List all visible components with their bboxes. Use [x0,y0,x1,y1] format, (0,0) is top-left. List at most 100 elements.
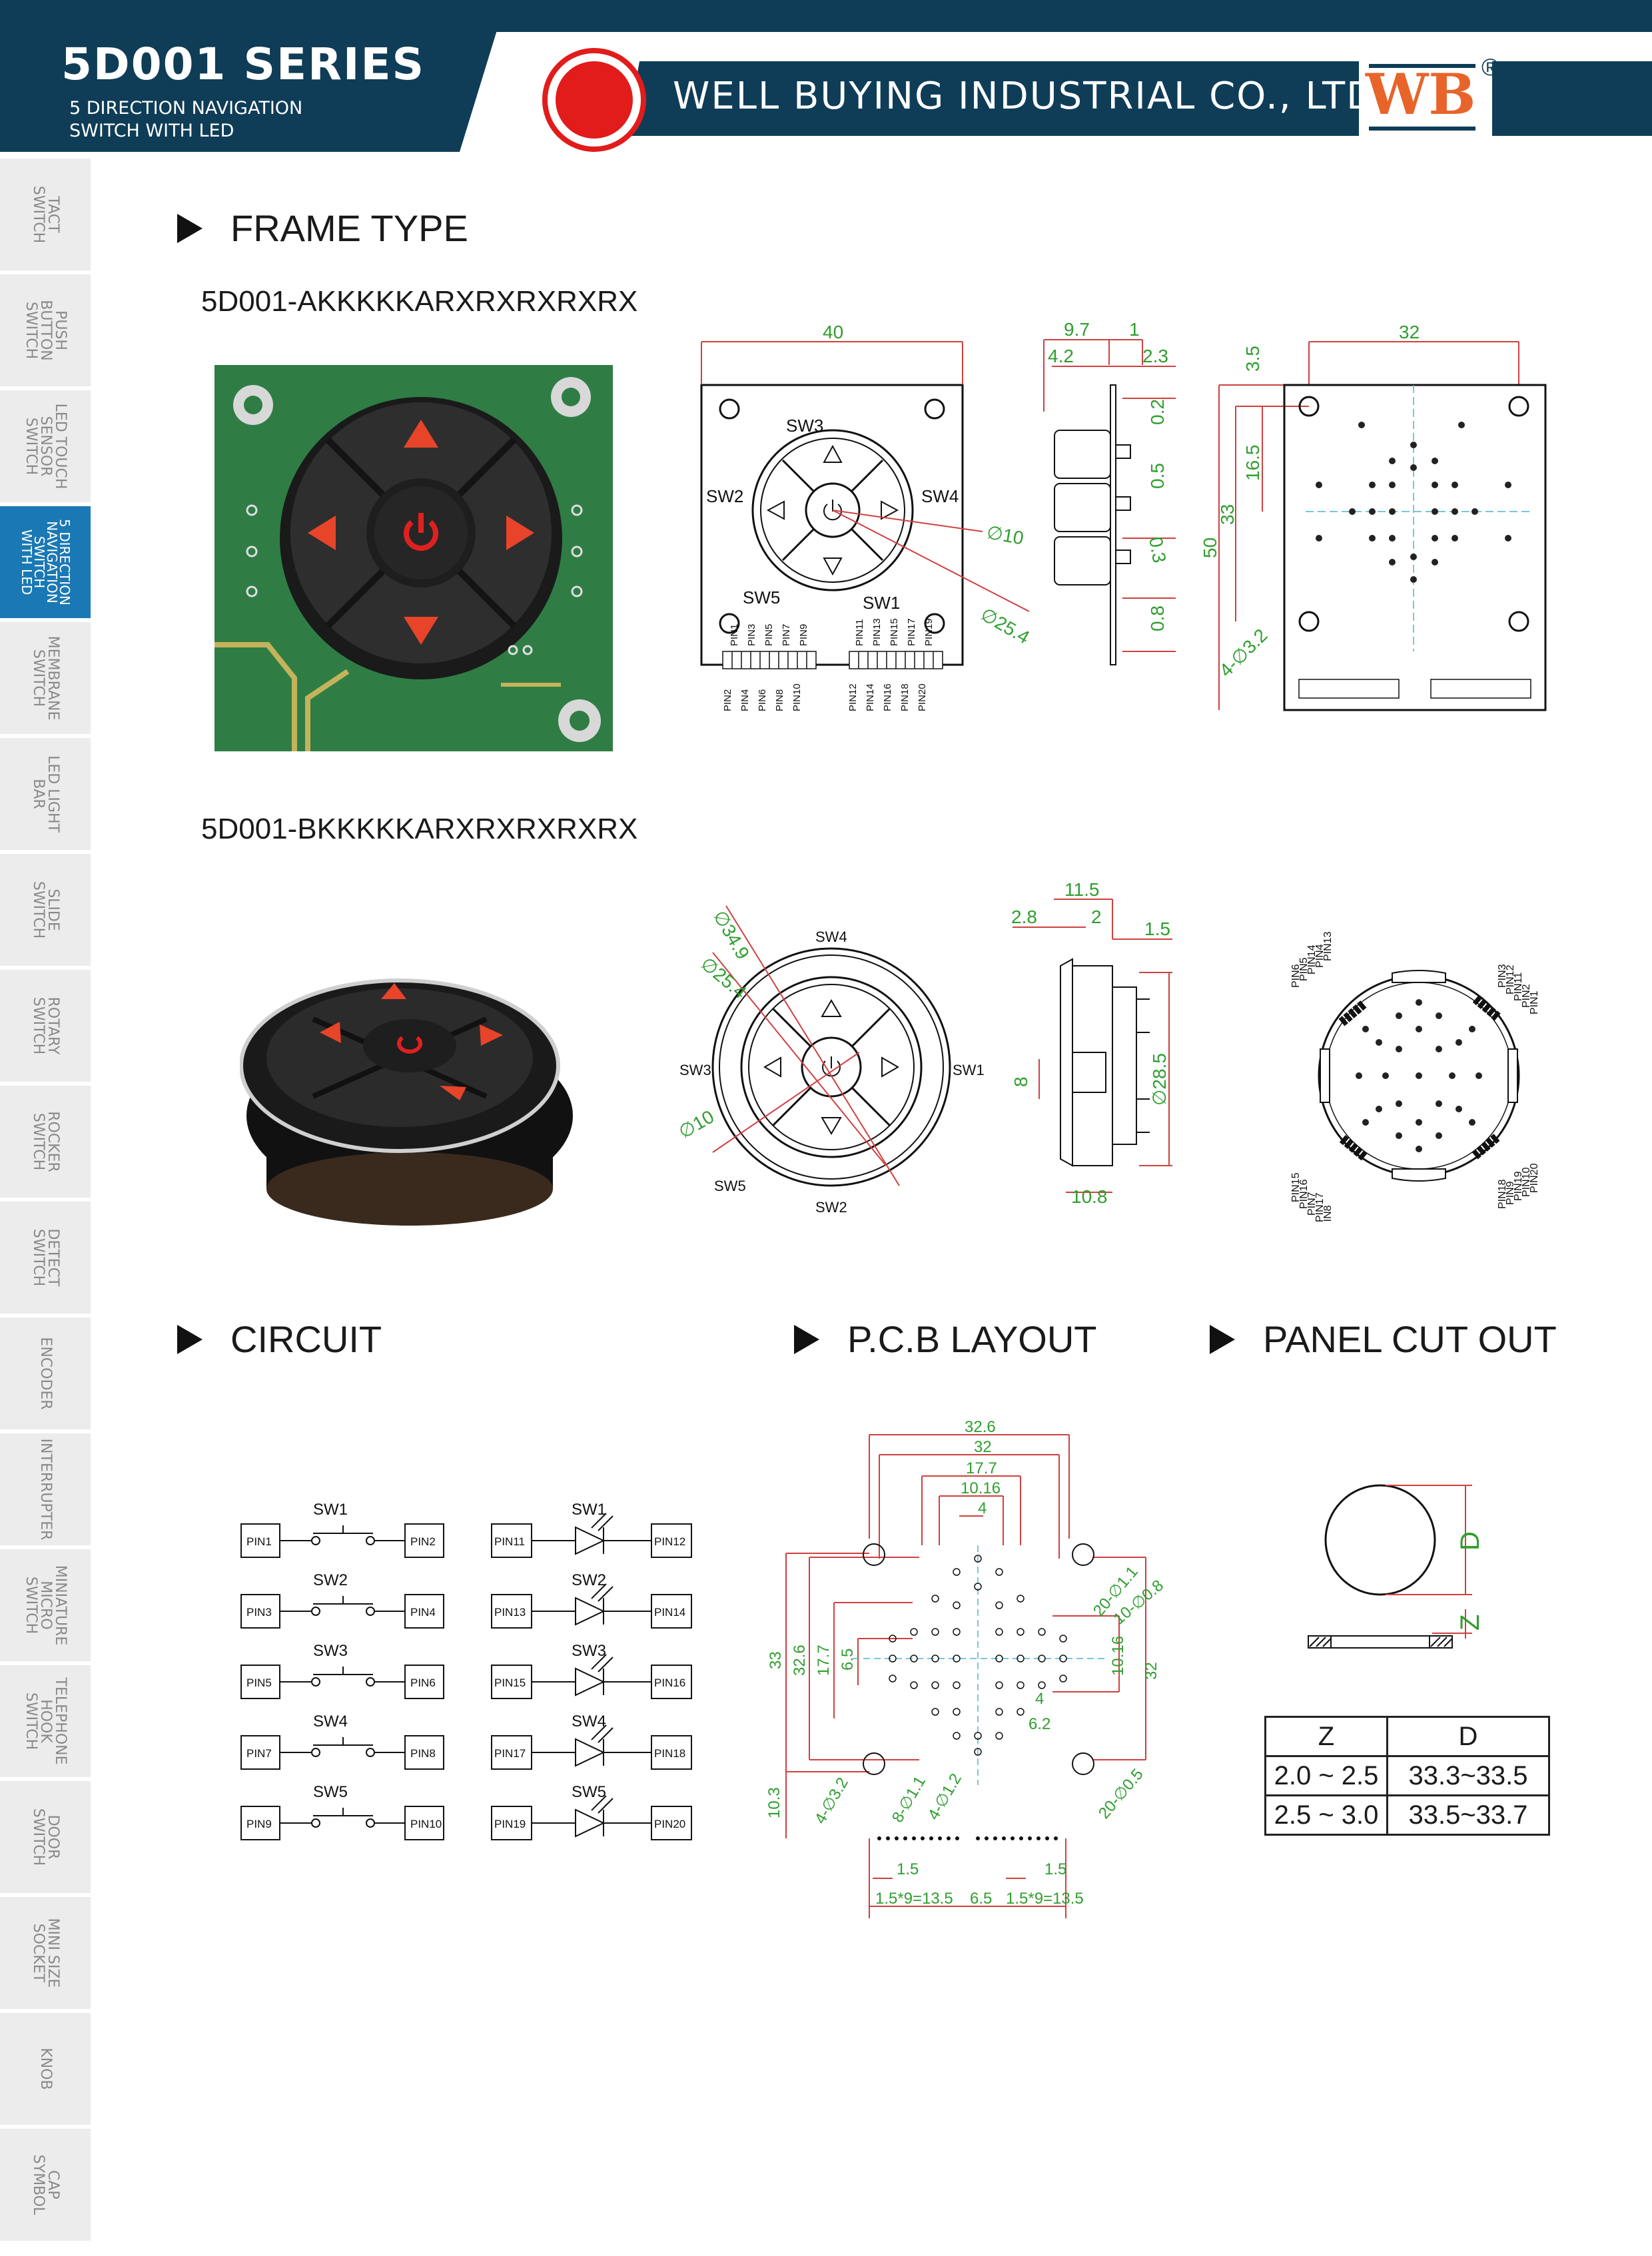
sidebar-tab[interactable]: ROTARY SWITCH [0,970,91,1086]
pcb-dim-10-16-v: 10.16 [1109,1636,1127,1676]
pin-label: PIN9 [246,1818,272,1830]
solder-dot [1389,458,1396,464]
sidebar-tab[interactable]: MEMBRANE SWITCH [0,622,91,738]
subtitle-line-1: 5 DIRECTION NAVIGATION [69,98,303,119]
switch-label: SW3 [313,1642,348,1660]
pcb-hole [1017,1681,1025,1689]
table-header-cell: D [1386,1716,1550,1757]
led-diode [575,1738,606,1767]
dim-a-16-5: 16.5 [1242,445,1263,482]
pcb-hole [910,1628,918,1636]
led-light-ray [598,1798,614,1814]
pcb-pad [947,1836,951,1840]
pad-strip [1339,1135,1368,1161]
pcb-layout-heading: P.C.B LAYOUT [794,1317,1097,1361]
pcb-pad [938,1836,942,1840]
solder-dot [1471,508,1478,515]
pcb-pad [1002,1836,1006,1840]
solder-dot [1455,1039,1462,1046]
pcb-dim-10-3: 10.3 [765,1787,783,1818]
pin-label: PIN5 [1298,957,1310,981]
sidebar-tab[interactable]: KNOB [0,2013,91,2129]
dim-a-d10: ∅10 [985,522,1025,548]
sidebar-tab[interactable]: DOOR SWITCH [0,1781,91,1897]
pin-label: PIN2 [1521,984,1532,1008]
sidebar-tab[interactable]: 5 DIRECTION NAVIGATION SWITCH WITH LED [0,506,91,622]
pin-label: PIN19 [1513,1171,1524,1201]
pcb-dim-17-7-v: 17.7 [815,1645,833,1676]
sidebar-tab[interactable]: CAP SYMBOL [0,2129,91,2245]
label-sw2: SW2 [706,486,743,506]
led-light-ray [591,1654,607,1670]
solder-dot [1436,1132,1442,1139]
led-light-ray [598,1727,614,1743]
sidebar-tab[interactable]: ROCKER SWITCH [0,1086,91,1202]
triangle-bullet-icon [794,1324,819,1354]
panel-label-d: D [1455,1531,1485,1551]
solder-dot [1358,422,1365,428]
sidebar-tab[interactable]: SLIDE SWITCH [0,854,91,970]
pcb-pad [1028,1836,1032,1840]
sidebar-tab[interactable]: INTERRUPTER [0,1433,91,1549]
solder-dot [1416,1026,1422,1032]
pcb-pad [985,1836,989,1840]
label-b-sw2: SW2 [815,1199,847,1216]
sidebar-tab[interactable]: DETECT SWITCH [0,1202,91,1317]
pin-box [240,1735,280,1770]
pcb-hole [995,1681,1003,1689]
solder-dot [1505,535,1511,542]
dim-a-32: 32 [1399,322,1420,342]
sidebar-tab[interactable]: TELEPHONE HOOK SWITCH [0,1665,91,1781]
label-sw4: SW4 [921,486,959,506]
sidebar-tab[interactable]: MINIATURE MICRO SWITCH [0,1549,91,1665]
drawing-a-pcb: 32 3.5 16.5 33 50 4-∅3.2 [1200,322,1547,711]
solder-dot [1416,1072,1422,1079]
pcb-hole [1059,1655,1067,1663]
sidebar-tab-label: ENCODER [37,1337,54,1410]
led-light-ray [598,1586,614,1602]
pcb-hole [1038,1628,1046,1636]
sidebar-tab[interactable]: LED TOUCH SENSOR SWITCH [0,390,91,506]
table-row: 2.5 ~ 3.0 33.5~33.7 [1264,1794,1550,1836]
dim-b-2: 2 [1091,907,1102,927]
sidebar-tab[interactable]: MINI SIZE SOCKET [0,1897,91,2013]
pcb-hole [974,1583,982,1591]
pad [1348,1008,1358,1018]
sidebar-tab-label: TACT SWITCH [30,185,61,244]
pcb-dim-4-d1-2: 4-∅1.2 [925,1770,965,1823]
switch-contact [311,1536,320,1545]
label-b-sw4: SW4 [815,929,847,945]
pin-label: PIN19 [923,618,935,646]
sidebar-tab-label: INTERRUPTER [37,1438,54,1541]
red-dot-logo [542,48,646,152]
solder-dot [1369,482,1376,488]
pin-label: PIN16 [1298,1179,1310,1209]
table-header-cell: Z [1264,1716,1388,1757]
pad-strip [1472,995,1501,1021]
pin-box [404,1665,444,1699]
triangle-bullet-icon [177,1324,203,1354]
pcb-hole [1059,1635,1067,1643]
solder-dot [1382,1072,1389,1079]
led-switch-label: SW5 [572,1783,606,1801]
pcb-dim-1-5-a: 1.5 [897,1860,919,1878]
dim-b-10-8: 10.8 [1071,1186,1108,1207]
solder-dot [1455,1106,1462,1112]
switch-contact [311,1818,320,1828]
pin-label: PIN15 [1290,1172,1302,1202]
solder-dot [1475,1072,1482,1079]
sidebar-tab-label: SLIDE SWITCH [30,881,61,939]
pcb-hole [931,1595,939,1603]
sidebar-tab[interactable]: PUSH BUTTON SWITCH [0,274,91,390]
pcb-hole [931,1655,939,1663]
solder-dot [1416,999,1422,1006]
panel-label-z: Z [1455,1615,1485,1631]
sidebar-tab[interactable]: ENCODER [0,1317,91,1433]
sidebar-tab[interactable]: LED LIGHT BAR [0,738,91,854]
solder-dot [1389,559,1396,565]
switch-contact [366,1677,375,1687]
panel-cut-out-drawing: D Z [1308,1484,1485,1649]
sidebar-tab-label: MINI SIZE SOCKET [30,1918,61,1988]
sidebar-tab[interactable]: TACT SWITCH [0,159,91,274]
pin-label: PIN5 [246,1677,272,1689]
